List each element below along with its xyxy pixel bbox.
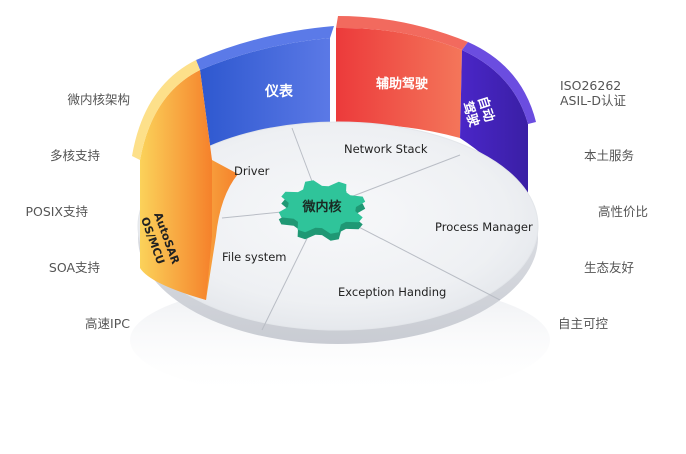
instrument-segment-top [196, 26, 334, 70]
feature-multicore-support: 多核支持 [49, 148, 100, 163]
autosar-segment-top [132, 60, 200, 160]
certification-line2: ASIL-D认证 [560, 93, 627, 108]
adas-segment [336, 27, 462, 138]
autonomous-label-line1: 自动 [474, 94, 497, 124]
instrument-label: 仪表 [264, 83, 294, 100]
feature-certification: ISO26262 ASIL-D认证 [560, 78, 626, 108]
feature-cost-effective: 高性价比 [598, 204, 649, 219]
feature-posix-support: POSIX支持 [25, 204, 88, 219]
adas-label: 辅助驾驶 [376, 76, 428, 92]
feature-soa-support: SOA支持 [48, 260, 100, 275]
feature-self-controllable: 自主可控 [558, 316, 609, 331]
autonomous-label: 自动 驾驶 [459, 94, 497, 129]
process-manager-label: Process Manager [435, 220, 533, 234]
feature-local-service: 本土服务 [584, 148, 635, 163]
file-system-label: File system [222, 250, 286, 264]
adas-segment-top [336, 16, 468, 50]
exception-handling-label: Exception Handing [338, 285, 446, 299]
feature-microkernel-architecture: 微内核架构 [67, 92, 130, 107]
certification-line1: ISO26262 [560, 78, 622, 93]
autosar-segment-body [140, 70, 212, 300]
autonomous-segment-top [462, 42, 536, 124]
microkernel-gear [278, 180, 366, 241]
microkernel-label: 微内核 [301, 199, 341, 215]
gear-top [278, 180, 366, 234]
network-stack-label: Network Stack [344, 142, 428, 156]
driver-label: Driver [234, 164, 270, 178]
feature-high-speed-ipc: 高速IPC [85, 316, 130, 331]
feature-ecosystem-friendly: 生态友好 [584, 260, 635, 275]
autonomous-label-line2: 驾驶 [459, 99, 482, 129]
